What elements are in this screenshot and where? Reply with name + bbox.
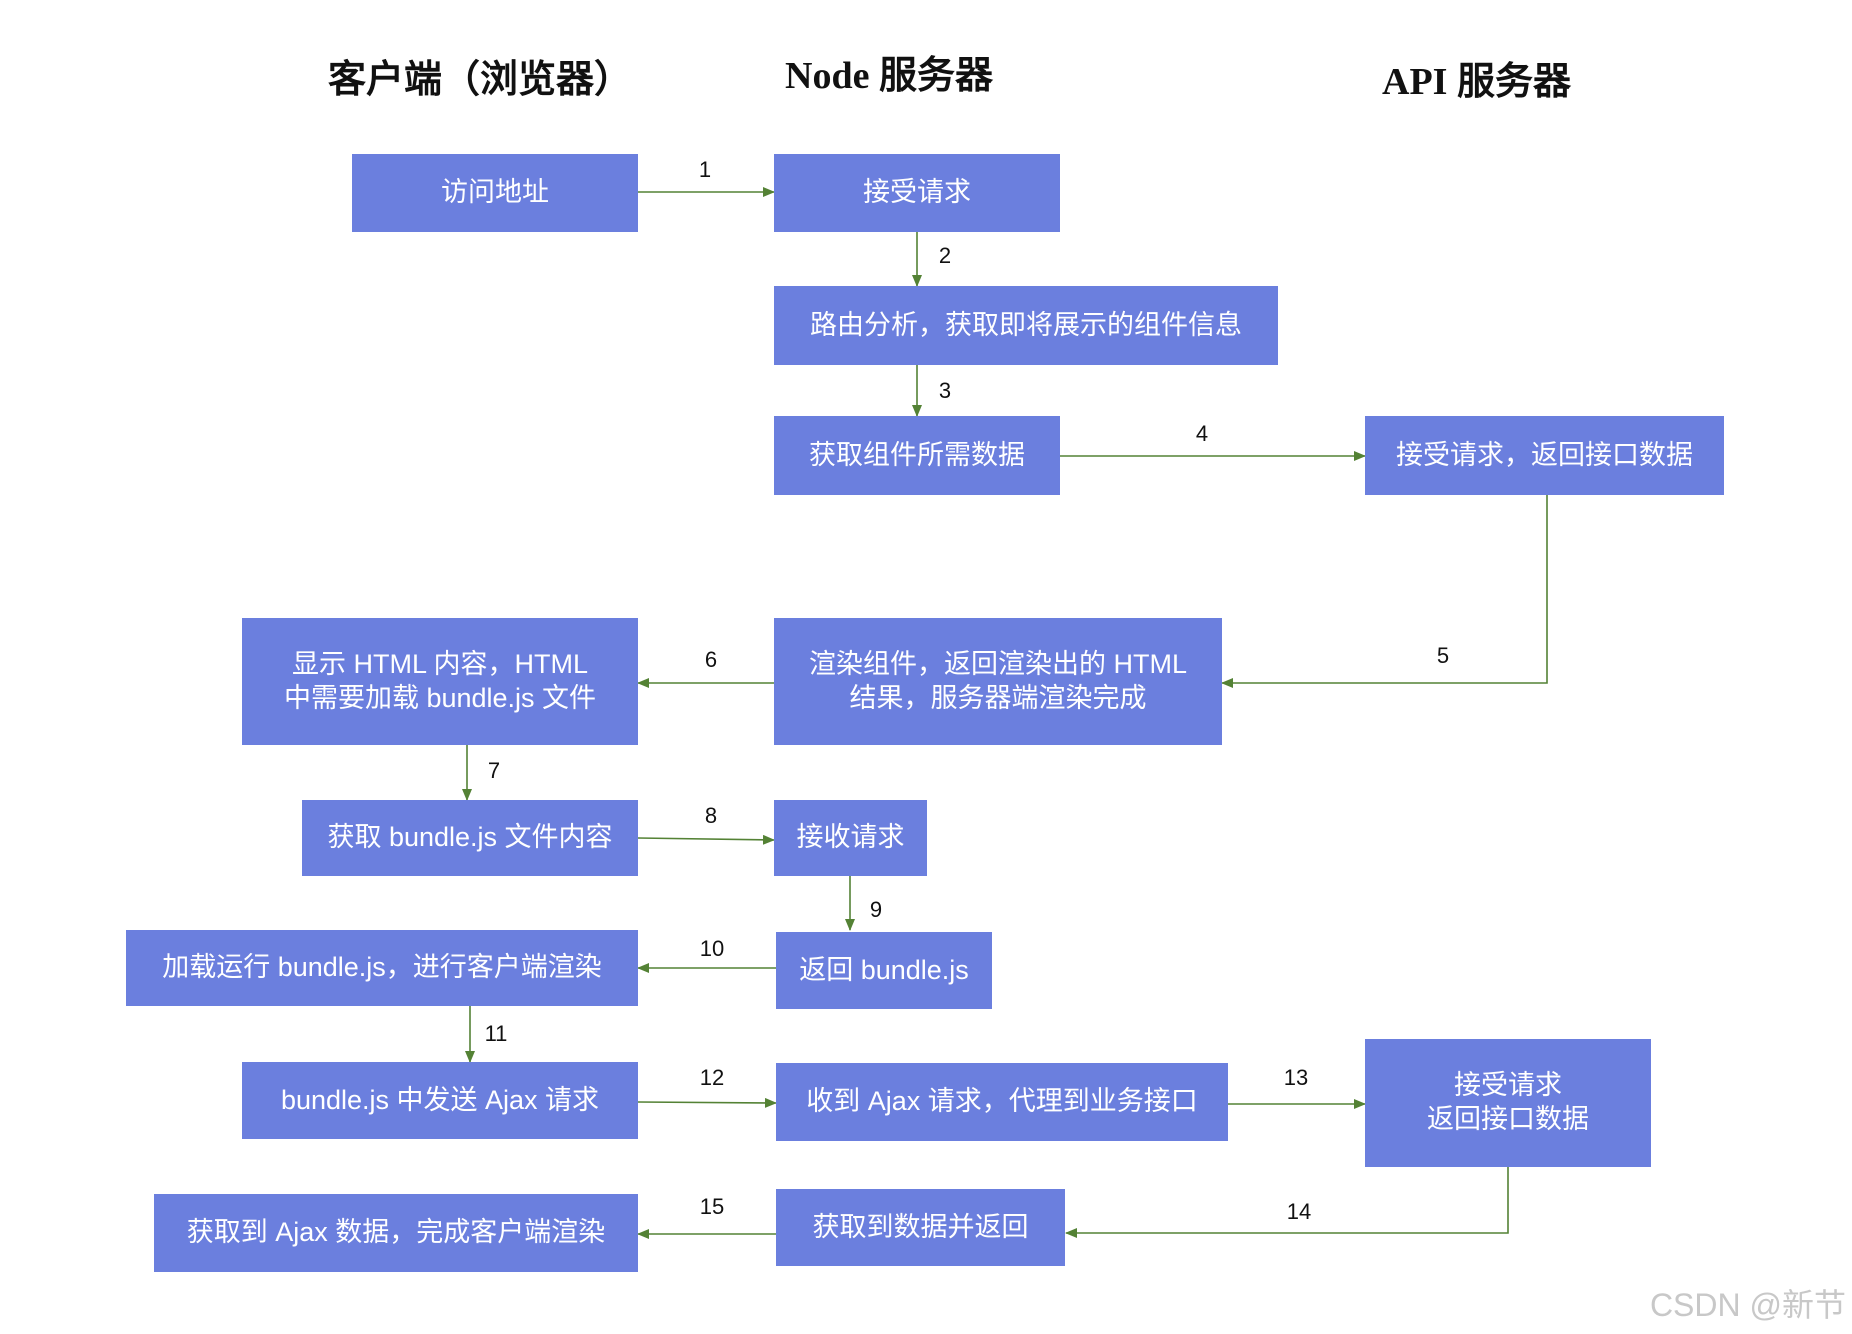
- arrow-3-label: 3: [939, 378, 951, 403]
- arrow-14-label: 14: [1287, 1199, 1311, 1224]
- arrow-1-label: 1: [699, 157, 711, 182]
- node-send-ajax: bundle.js 中发送 Ajax 请求: [242, 1062, 638, 1139]
- arrow-13-label: 13: [1284, 1065, 1308, 1090]
- node-visit-address: 访问地址: [352, 154, 638, 232]
- node-fetch-component-data: 获取组件所需数据: [774, 416, 1060, 495]
- arrow-11-label: 11: [485, 1021, 508, 1046]
- arrow-12: [637, 1097, 777, 1108]
- node-receive-request: 接收请求: [774, 800, 927, 876]
- node-display-html: 显示 HTML 内容，HTML 中需要加载 bundle.js 文件: [242, 618, 638, 745]
- node-server-receive-request: 接受请求: [774, 154, 1060, 232]
- arrow-8-label: 8: [705, 803, 717, 828]
- node-render-components: 渲染组件，返回渲染出的 HTML 结果，服务器端渲染完成: [774, 618, 1222, 745]
- arrow-14: [1065, 1167, 1509, 1238]
- arrow-2-label: 2: [939, 243, 951, 268]
- column-title-api-server: API 服务器: [1382, 61, 1571, 103]
- node-proxy-ajax: 收到 Ajax 请求，代理到业务接口: [776, 1063, 1228, 1141]
- arrow-7-label: 7: [488, 758, 500, 783]
- column-title-node-server: Node 服务器: [785, 55, 993, 97]
- column-title-client: 客户端（浏览器）: [328, 59, 633, 101]
- node-api-receive-return-2: 接受请求 返回接口数据: [1365, 1039, 1651, 1167]
- node-return-data: 获取到数据并返回: [776, 1189, 1065, 1266]
- arrow-9-label: 9: [870, 897, 882, 922]
- watermark: CSDN @新节: [1649, 1287, 1846, 1323]
- node-return-bundle: 返回 bundle.js: [776, 932, 992, 1009]
- arrow-10-label: 10: [700, 936, 724, 961]
- node-finish-client-render: 获取到 Ajax 数据，完成客户端渲染: [154, 1194, 638, 1272]
- arrow-15-label: 15: [700, 1194, 724, 1219]
- node-run-bundle: 加载运行 bundle.js，进行客户端渲染: [126, 930, 638, 1006]
- node-route-analysis: 路由分析，获取即将展示的组件信息: [774, 286, 1278, 365]
- arrow-5: [1221, 495, 1548, 688]
- arrow-12-label: 12: [700, 1065, 724, 1090]
- arrow-5-label: 5: [1437, 643, 1449, 668]
- arrow-8: [637, 834, 775, 845]
- node-fetch-bundle: 获取 bundle.js 文件内容: [302, 800, 638, 876]
- arrow-4-label: 4: [1196, 421, 1208, 446]
- node-api-receive-return: 接受请求，返回接口数据: [1365, 416, 1724, 495]
- arrow-6-label: 6: [705, 647, 717, 672]
